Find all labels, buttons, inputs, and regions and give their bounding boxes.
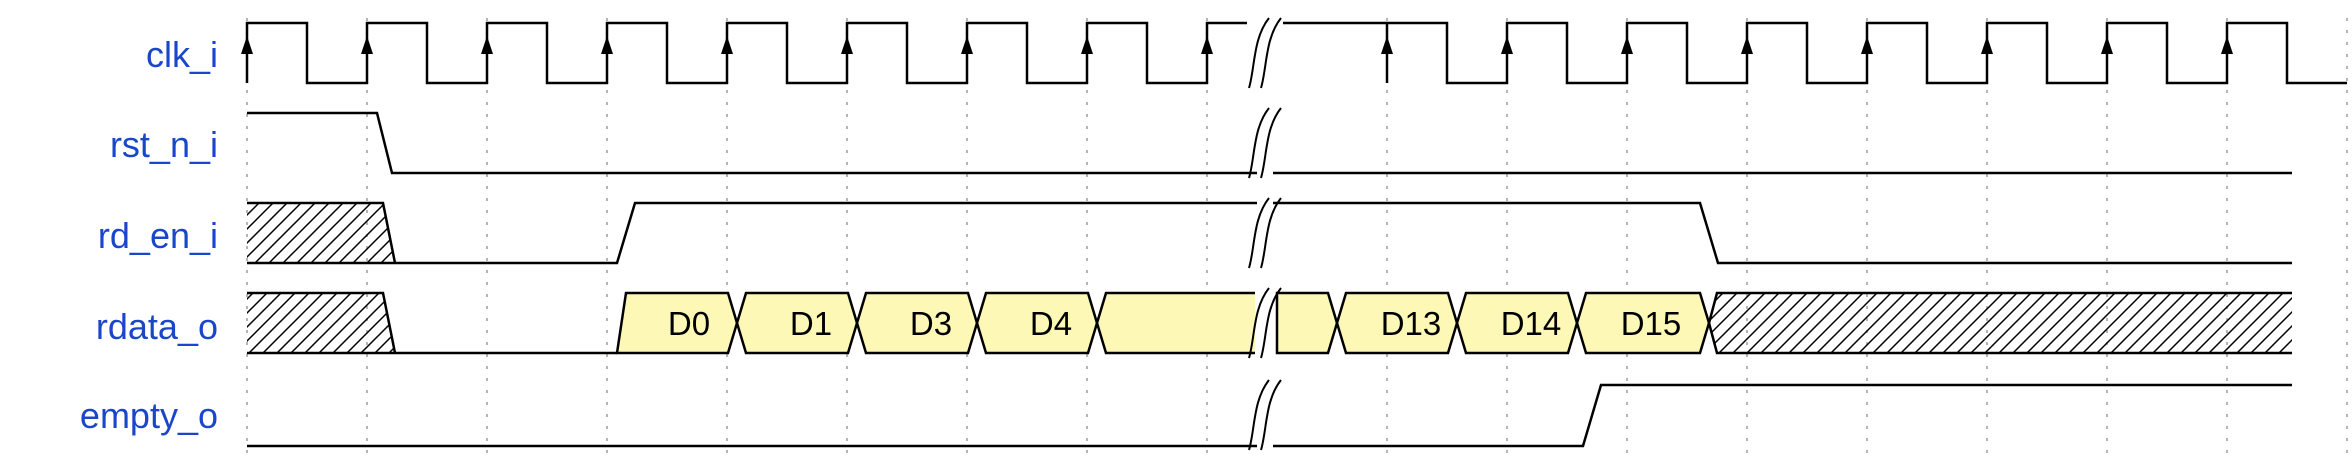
clk-wave-line [245, 21, 1247, 85]
rdata-waveform [247, 290, 2292, 356]
rd-en-wave-line [247, 201, 2292, 265]
rdata-bus-labels: D0 D1 D3 D4 D13 D14 D15 [668, 305, 1681, 342]
time-break-slash [1248, 379, 1270, 451]
bus-label-d1: D1 [790, 305, 832, 342]
rdata-unknown-region-start [247, 293, 395, 353]
clk-rising-edge-arrow [961, 36, 973, 54]
signal-label-rst: rst_n_i [110, 124, 218, 165]
time-break-gap [1257, 108, 1273, 178]
rdata-unknown-region-end [1709, 293, 2292, 353]
time-break-gap [1257, 18, 1273, 88]
time-break-slash [1260, 17, 1282, 89]
bus-segment [1275, 291, 1339, 355]
time-break-slash [1248, 107, 1270, 179]
bus-segment [1095, 291, 1259, 355]
rst-wave-line [247, 111, 2292, 175]
time-gridlines [246, 18, 2348, 460]
time-break-slash [1248, 287, 1270, 359]
bus-segment [615, 291, 739, 355]
clk-rising-edge-arrow [481, 36, 493, 54]
time-break-slash [1260, 287, 1282, 359]
bus-label-d15: D15 [1621, 305, 1682, 342]
rd-en-unknown-top [247, 201, 397, 264]
time-break-gap [1257, 198, 1273, 268]
time-break-slash [1260, 107, 1282, 179]
clk-rising-edge-arrow [1081, 36, 1093, 54]
bus-label-d4: D4 [1030, 305, 1072, 342]
rdata-unknown-top-start [247, 291, 397, 354]
signal-labels: clk_i rst_n_i rd_en_i rdata_o empty_o [80, 34, 218, 436]
clk-rising-edge-arrow [841, 36, 853, 54]
bus-label-d3: D3 [910, 305, 952, 342]
clk-rising-edge-arrows [241, 36, 2233, 54]
clk-waveform [241, 21, 2347, 85]
rd-en-waveform [247, 201, 2292, 265]
empty-wave-line [247, 383, 2292, 448]
signal-label-rdata: rdata_o [96, 306, 218, 347]
signal-label-clk: clk_i [146, 34, 218, 75]
clk-rising-edge-arrow [601, 36, 613, 54]
bus-label-d13: D13 [1381, 305, 1442, 342]
clk-rising-edge-arrow [361, 36, 373, 54]
signal-label-empty: empty_o [80, 395, 218, 436]
time-break-slash [1260, 379, 1282, 451]
time-break-slash [1248, 197, 1270, 269]
time-break-gap [1257, 288, 1273, 358]
rdata-unknown-top-end [1707, 291, 2292, 355]
rd-en-unknown-region [247, 203, 395, 263]
clk-wave-line-after-break [1283, 21, 2347, 85]
clk-rising-edge-arrow [241, 36, 253, 54]
time-break-gap [1257, 380, 1273, 450]
signal-label-rd-en: rd_en_i [98, 215, 218, 256]
clk-rising-edge-arrow [721, 36, 733, 54]
time-break-marks [1248, 17, 1282, 451]
bus-label-d0: D0 [668, 305, 710, 342]
time-break-slash [1260, 197, 1282, 269]
time-break-slash [1248, 17, 1270, 89]
clk-rising-edge-arrow [1201, 36, 1213, 54]
bus-label-d14: D14 [1501, 305, 1562, 342]
